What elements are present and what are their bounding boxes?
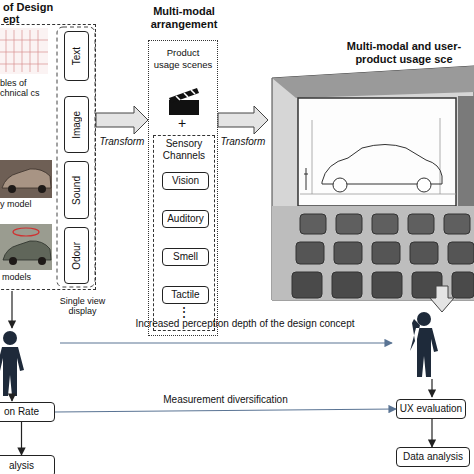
- node-heading: Sensory Channels: [154, 138, 214, 162]
- process-box: on Rate: [0, 402, 55, 422]
- edge-label: Transform: [87, 136, 157, 148]
- scene-panel: Multi-modal and user- product usage sce: [268, 38, 474, 300]
- process-box: UX evaluation: [396, 399, 466, 419]
- node-heading: Tactile: [171, 289, 199, 301]
- person-icon: [0, 331, 24, 396]
- seat: [336, 214, 362, 234]
- car-photo: [0, 160, 52, 198]
- node-heading: Data analysis: [403, 451, 463, 463]
- channel-box: Tactile: [162, 286, 209, 304]
- modality-box: Sound: [64, 161, 89, 219]
- image-caption: bles of chnical cs: [0, 78, 40, 98]
- clapboard-top: [169, 88, 199, 103]
- block-arrow: [96, 106, 148, 134]
- node-heading: UX evaluation: [400, 403, 462, 415]
- car-body: [2, 169, 51, 188]
- seat: [444, 214, 470, 234]
- modality-box: Image: [64, 96, 89, 153]
- seat: [334, 242, 362, 264]
- clapboard-stripes: [176, 90, 195, 100]
- room-wall: [272, 66, 474, 300]
- node-heading: Odour: [71, 242, 83, 270]
- technical-drawing: [0, 28, 48, 74]
- down-arrow: [431, 379, 432, 397]
- car-sketch-wheel: [417, 178, 431, 192]
- channel-box: Auditory: [162, 210, 209, 228]
- node-text: Product usage scenes: [153, 47, 213, 71]
- clapboard-body: [169, 100, 199, 115]
- image-caption: models: [2, 272, 54, 282]
- process-box: alysis: [0, 455, 55, 474]
- down-arrow: [11, 291, 12, 328]
- car-photo: [0, 224, 52, 270]
- arrow-note: Single view display: [55, 296, 110, 316]
- channel-box: Smell: [162, 248, 209, 266]
- car-sketch-wheel: [333, 178, 347, 192]
- image-caption: y model: [0, 199, 52, 209]
- seat: [410, 242, 438, 264]
- node-heading: on Rate: [4, 406, 39, 418]
- seat: [448, 242, 474, 264]
- section-box: Multi-modal arrangementProduct usage sce…: [148, 40, 218, 336]
- perception-arrow: [60, 342, 392, 343]
- projection-screen: [298, 98, 456, 206]
- edge-label: Measurement diversification: [126, 394, 326, 406]
- person-head: [417, 312, 431, 326]
- car-body: [3, 241, 51, 260]
- car-wheel: [38, 185, 46, 193]
- red-mark: [13, 228, 39, 236]
- channel-box: Vision: [162, 172, 209, 190]
- seat: [296, 242, 324, 264]
- node-heading: alysis: [9, 460, 34, 472]
- person-body: [410, 319, 438, 377]
- person-head: [3, 331, 17, 345]
- car-wheel: [8, 185, 16, 193]
- process-box: Data analysis: [396, 447, 470, 467]
- seat: [292, 272, 322, 298]
- flow-arrow: [55, 409, 396, 412]
- seat: [372, 242, 400, 264]
- ellipsis-mark: ⋮: [176, 304, 192, 320]
- node-heading: Smell: [173, 251, 198, 263]
- concept-group: of Design eptTextImageSoundOdour: [0, 24, 96, 290]
- node-heading: Auditory: [167, 213, 204, 225]
- down-arrow: [11, 397, 12, 401]
- block-arrow: [430, 286, 454, 312]
- car-wheel: [9, 257, 17, 265]
- room-ceiling: [272, 66, 474, 98]
- drawing-lines: [0, 30, 48, 72]
- scene-lines: [300, 118, 456, 194]
- person-icon: [410, 312, 438, 377]
- seat: [452, 272, 474, 298]
- edge-label: Transform: [208, 136, 278, 148]
- flow-arrow: [21, 422, 22, 455]
- seat: [300, 214, 326, 234]
- node-text: +: [149, 115, 215, 131]
- flow-arrow: [431, 419, 432, 447]
- modality-box: Odour: [64, 227, 89, 284]
- channel-group: Sensory ChannelsVisionAuditorySmellTacti…: [153, 135, 215, 331]
- arrow-note: Increased perception depth of the design…: [95, 318, 395, 330]
- person-body: [0, 347, 24, 396]
- node-heading: of Design ept: [3, 1, 65, 25]
- seat: [372, 214, 398, 234]
- node-heading: Multi-modal and user- product usage sce: [334, 40, 474, 66]
- node-heading: Sound: [71, 176, 83, 205]
- node-heading: Text: [71, 47, 83, 65]
- seat: [332, 272, 362, 298]
- seat: [408, 214, 434, 234]
- car-wheel: [38, 257, 46, 265]
- modality-box: Text: [64, 31, 89, 81]
- modality-bracket: [57, 27, 95, 287]
- node-heading: Image: [71, 111, 83, 139]
- seat: [372, 272, 402, 298]
- node-heading: Vision: [172, 175, 199, 187]
- block-arrow: [218, 106, 268, 134]
- node-heading: Multi-modal arrangement: [133, 5, 235, 31]
- figure-sketch: [304, 168, 308, 190]
